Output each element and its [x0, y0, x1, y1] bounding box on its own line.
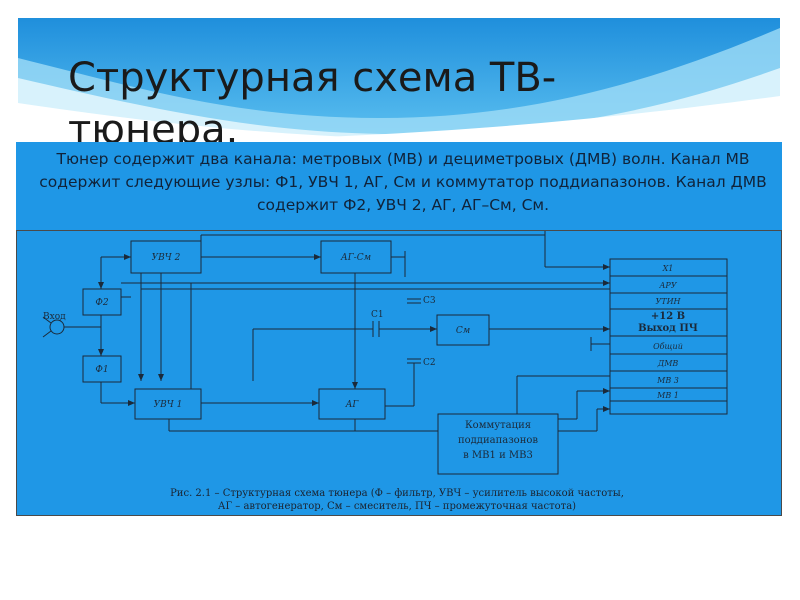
- label-sm: См: [456, 326, 470, 336]
- block-f1: [82, 355, 122, 383]
- label-f1: Ф1: [95, 365, 108, 375]
- header-banner: [18, 18, 780, 140]
- block-diagram: УВЧ 2 АГ-См Ф2 Ф1 См УВЧ 1 АГ Вход C1 C2…: [42, 231, 728, 512]
- label-uvch1: УВЧ 1: [154, 400, 183, 410]
- label-uvch2: УВЧ 2: [152, 253, 181, 263]
- block-ag: [318, 388, 386, 420]
- connector-pin-7: ДМВ: [657, 359, 679, 368]
- label-input: Вход: [43, 312, 66, 322]
- label-switch-3: в МВ1 и МВ3: [463, 450, 533, 461]
- block-f2: [82, 288, 122, 316]
- caption-line-2: АГ – автогенератор, См – смеситель, ПЧ –…: [218, 501, 576, 512]
- caption-line-1: Рис. 2.1 – Структурная схема тюнера (Ф –…: [170, 488, 624, 499]
- block-switch: [437, 413, 559, 475]
- label-ag-sm: АГ-См: [340, 253, 371, 263]
- connector-pin-9: МВ 1: [656, 391, 679, 400]
- connector-pin-8: МВ 3: [656, 376, 679, 385]
- label-c2: C2: [423, 358, 436, 368]
- slide-title: Структурная схема ТВ-тюнера.: [68, 55, 557, 153]
- connector-pin-6: Общий: [653, 342, 683, 351]
- connector-pin-4: +12 В: [651, 311, 685, 322]
- description-box: Тюнер содержит два канала: метровых (МВ)…: [16, 142, 782, 230]
- connector-pin-5: Выход ПЧ: [638, 323, 698, 334]
- block-sm: [436, 314, 490, 346]
- connector-pin-2: АРУ: [658, 281, 677, 290]
- connector-pin-1: Х1: [662, 264, 674, 273]
- connector-pin-3: УТИН: [655, 297, 681, 306]
- label-c3: C3: [423, 296, 436, 306]
- description-text: Тюнер содержит два канала: метровых (МВ)…: [39, 150, 767, 214]
- label-f2: Ф2: [95, 298, 108, 308]
- label-switch-1: Коммутация: [465, 420, 531, 431]
- block-diagram-panel: УВЧ 2 АГ-См Ф2 Ф1 См УВЧ 1 АГ Вход C1 C2…: [16, 230, 782, 516]
- label-switch-2: поддиапазонов: [458, 435, 538, 446]
- label-c1: C1: [371, 310, 384, 320]
- block-uvch1: [134, 388, 202, 420]
- wave-decoration: [18, 18, 780, 140]
- label-ag: АГ: [345, 400, 360, 410]
